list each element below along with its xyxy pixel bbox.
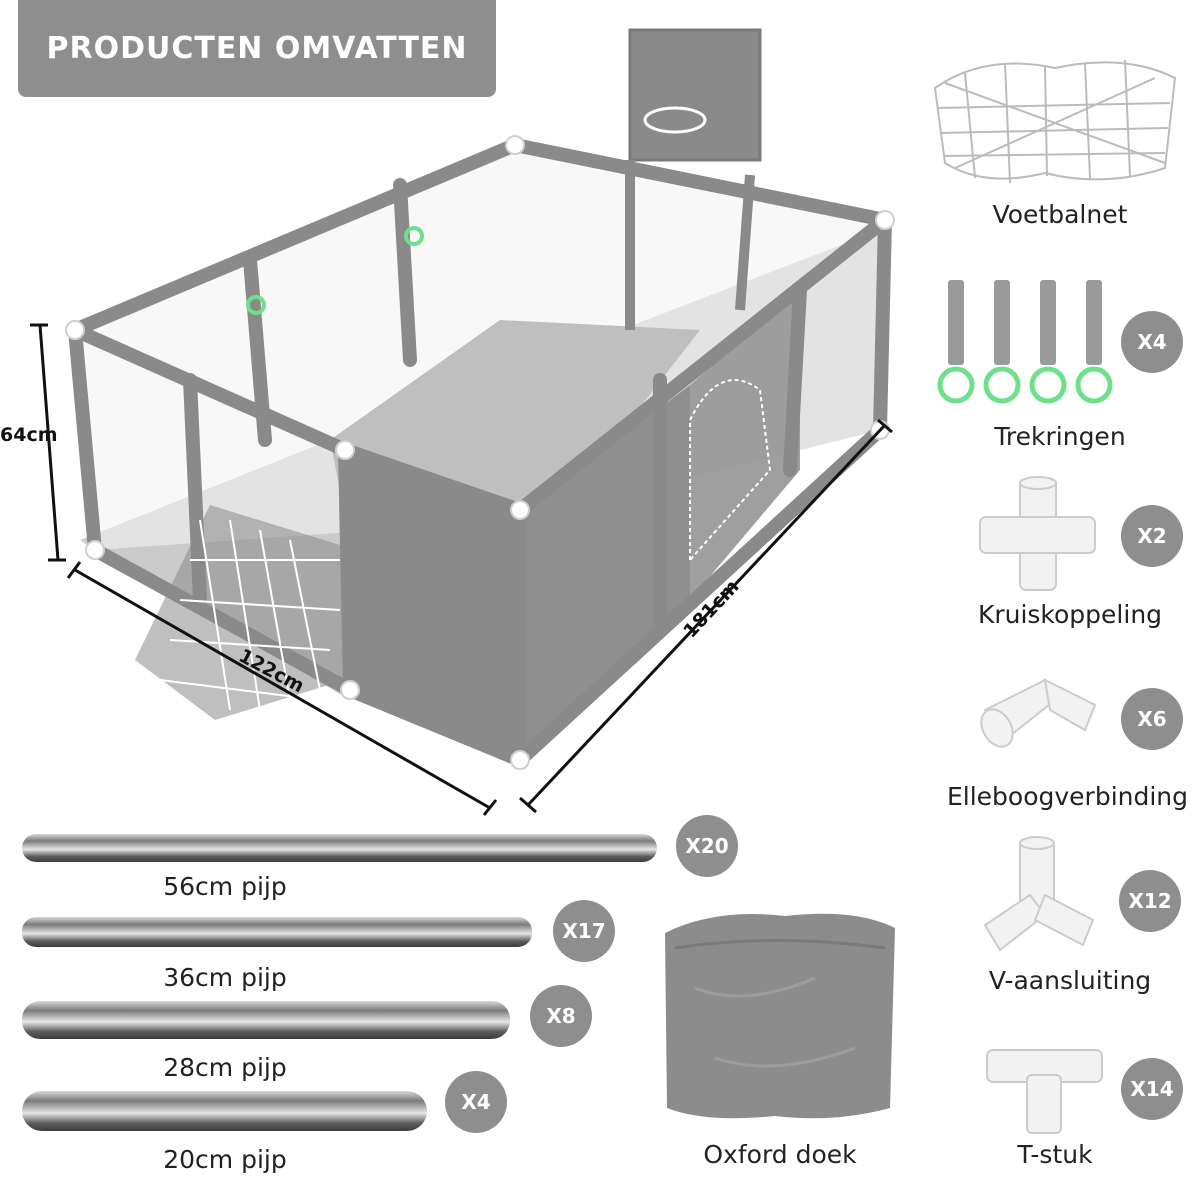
pipe-20cm	[22, 1091, 427, 1131]
part-label-t-stuk: T-stuk	[1017, 1140, 1093, 1169]
part-label-trekringen: Trekringen	[994, 422, 1126, 451]
qty-badge-pipe-56cm: X20	[676, 815, 738, 877]
oxford-cloth-icon	[665, 913, 895, 1119]
header-banner	[18, 0, 496, 97]
qty-badge-pipe-36cm: X17	[553, 900, 615, 962]
t-connector-icon	[986, 1049, 1103, 1134]
qty-badge-elleboogverbinding: X6	[1121, 688, 1183, 750]
part-label-kruiskoppeling: Kruiskoppeling	[977, 600, 1163, 629]
page-title: PRODUCTEN OMVATTEN	[46, 31, 468, 66]
part-label-elleboogverbinding: Elleboogverbinding	[946, 782, 1189, 811]
pipe-label-56cm: 56cm pijp	[163, 872, 287, 901]
v-connector-icon	[983, 836, 1095, 952]
pipe-28cm	[22, 1001, 510, 1039]
pipe-label-28cm: 28cm pijp	[163, 1053, 287, 1082]
football-net-icon	[933, 59, 1177, 184]
pipe-56cm	[22, 834, 657, 862]
qty-badge-v-aansluiting: X12	[1119, 870, 1181, 932]
height-dimension: 64cm	[0, 424, 58, 446]
pipe-36cm	[22, 917, 532, 947]
qty-badge-pipe-20cm: X4	[445, 1071, 507, 1133]
playpen-illustration	[30, 28, 895, 816]
qty-badge-kruiskoppeling: X2	[1121, 505, 1183, 567]
qty-badge-trekringen: X4	[1121, 311, 1183, 373]
cross-connector-icon	[979, 476, 1096, 591]
qty-badge-t-stuk: X14	[1121, 1058, 1183, 1120]
pipe-label-20cm: 20cm pijp	[163, 1145, 287, 1174]
pull-rings-icon	[937, 280, 1113, 404]
cloth-label: Oxford doek	[703, 1140, 857, 1169]
pipe-label-36cm: 36cm pijp	[163, 963, 287, 992]
part-label-v-aansluiting: V-aansluiting	[988, 966, 1152, 995]
qty-badge-pipe-28cm: X8	[530, 985, 592, 1047]
elbow-connector-icon	[980, 678, 1097, 748]
part-label-voetbalnet: Voetbalnet	[992, 200, 1128, 229]
